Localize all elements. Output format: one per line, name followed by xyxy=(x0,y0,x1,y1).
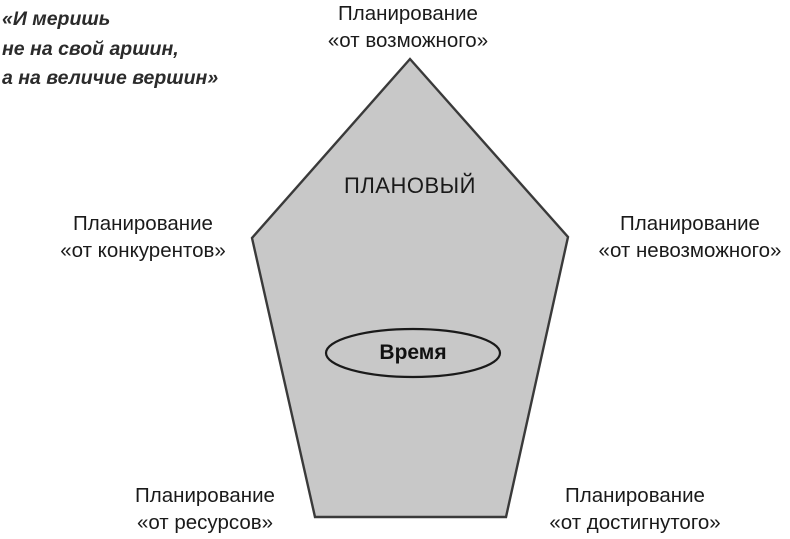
quote-line-2: не на свой аршин, xyxy=(2,37,179,60)
pentagon-core-label: ПЛАНОВЫЙ xyxy=(344,173,476,198)
label-bottom-right-line-1: Планирование xyxy=(565,484,705,507)
label-top-line-1: Планирование xyxy=(338,2,478,25)
quote-line-1: «И меришь xyxy=(2,8,111,30)
quote-text: «И меришь не на свой аршин, а на величие… xyxy=(2,5,218,94)
label-top: Планирование «от возможного» xyxy=(328,1,488,54)
label-left-line-2: «от конкурентов» xyxy=(60,238,226,262)
label-left-line-1: Планирование xyxy=(73,212,213,235)
label-right-line-1: Планирование xyxy=(620,212,760,235)
label-left: Планирование «от конкурентов» xyxy=(60,211,226,264)
label-right: Планирование «от невозможного» xyxy=(599,211,782,264)
label-bottom-left: Планирование «от ресурсов» xyxy=(135,483,275,536)
time-ellipse xyxy=(324,327,502,379)
pentagon-shape xyxy=(250,57,570,519)
label-bottom-left-line-2: «от ресурсов» xyxy=(136,510,274,534)
label-right-line-2: «от невозможного» xyxy=(598,238,782,262)
label-bottom-right-line-2: «от достигнутого» xyxy=(549,510,721,534)
label-bottom-left-line-1: Планирование xyxy=(135,484,275,507)
quote-line-3: а на величие вершин» xyxy=(2,67,219,90)
label-top-line-2: «от возможного» xyxy=(327,28,489,52)
label-bottom-right: Планирование «от достигнутого» xyxy=(549,483,720,536)
time-ellipse-label: Время xyxy=(379,341,447,364)
